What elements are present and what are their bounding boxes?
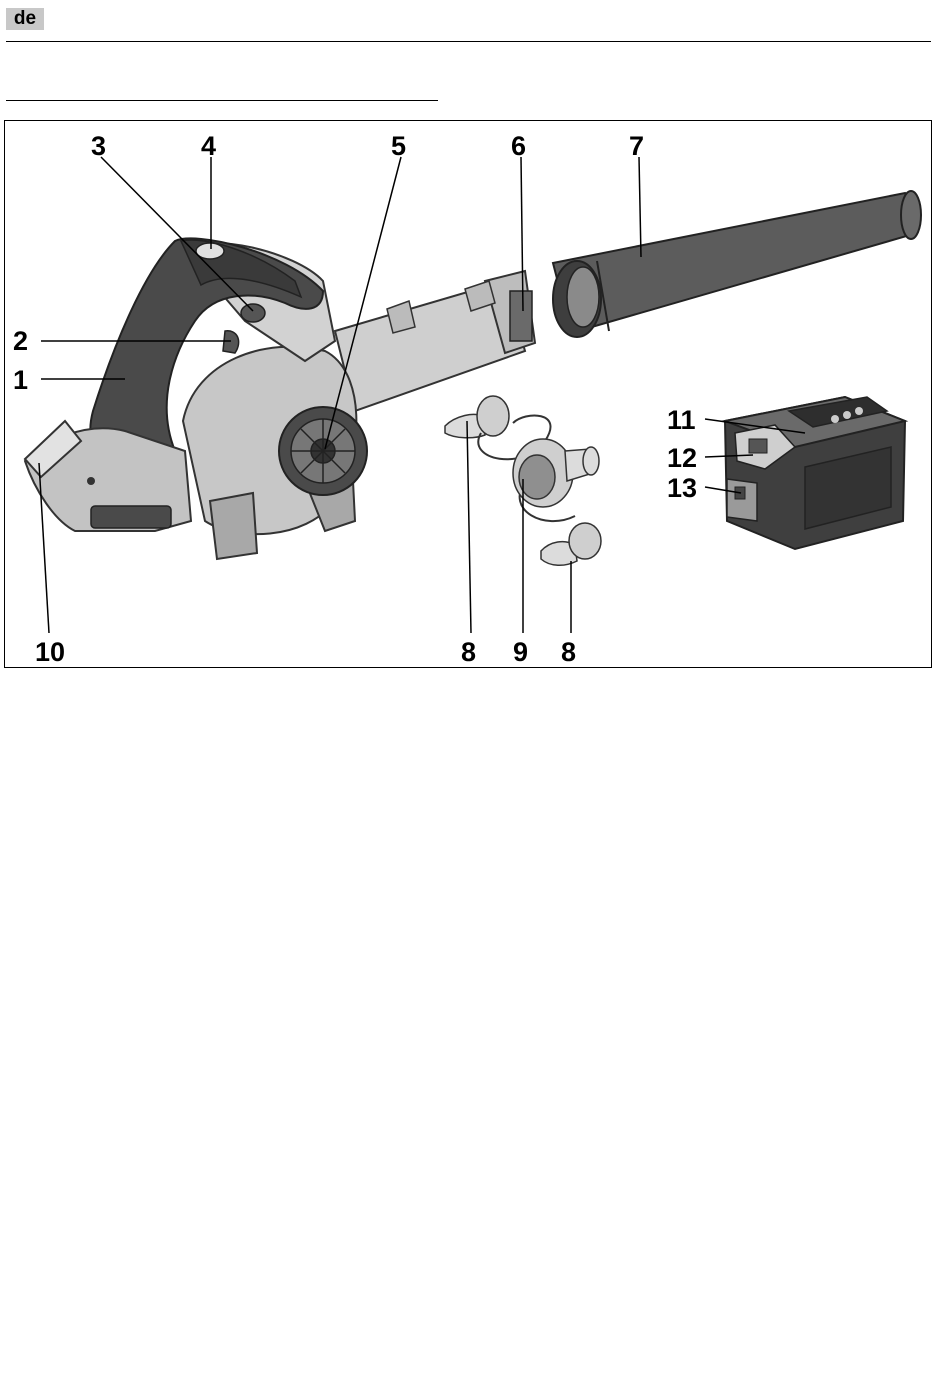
callout-4: 4 bbox=[201, 131, 216, 161]
blower-illustration: 3 4 5 6 7 2 1 10 8 9 8 11 12 13 bbox=[5, 121, 933, 669]
callout-5: 5 bbox=[391, 131, 406, 161]
callout-2: 2 bbox=[13, 326, 28, 356]
callout-8-right: 8 bbox=[561, 637, 576, 667]
callout-8-left: 8 bbox=[461, 637, 476, 667]
language-tag: de bbox=[6, 8, 44, 30]
callout-1: 1 bbox=[13, 365, 28, 395]
callout-12: 12 bbox=[667, 443, 697, 473]
callout-10: 10 bbox=[35, 637, 65, 667]
callout-3: 3 bbox=[91, 131, 106, 161]
section-rule bbox=[6, 100, 438, 101]
header-rule bbox=[6, 41, 931, 42]
callout-7: 7 bbox=[629, 131, 644, 161]
callout-13: 13 bbox=[667, 473, 697, 503]
product-figure: 3 4 5 6 7 2 1 10 8 9 8 11 12 13 bbox=[4, 120, 932, 668]
callout-11: 11 bbox=[667, 405, 696, 435]
battery-pack bbox=[725, 397, 905, 549]
blower-body bbox=[25, 238, 535, 559]
callout-9: 9 bbox=[513, 637, 528, 667]
callout-6: 6 bbox=[511, 131, 526, 161]
blower-tube bbox=[553, 191, 921, 337]
